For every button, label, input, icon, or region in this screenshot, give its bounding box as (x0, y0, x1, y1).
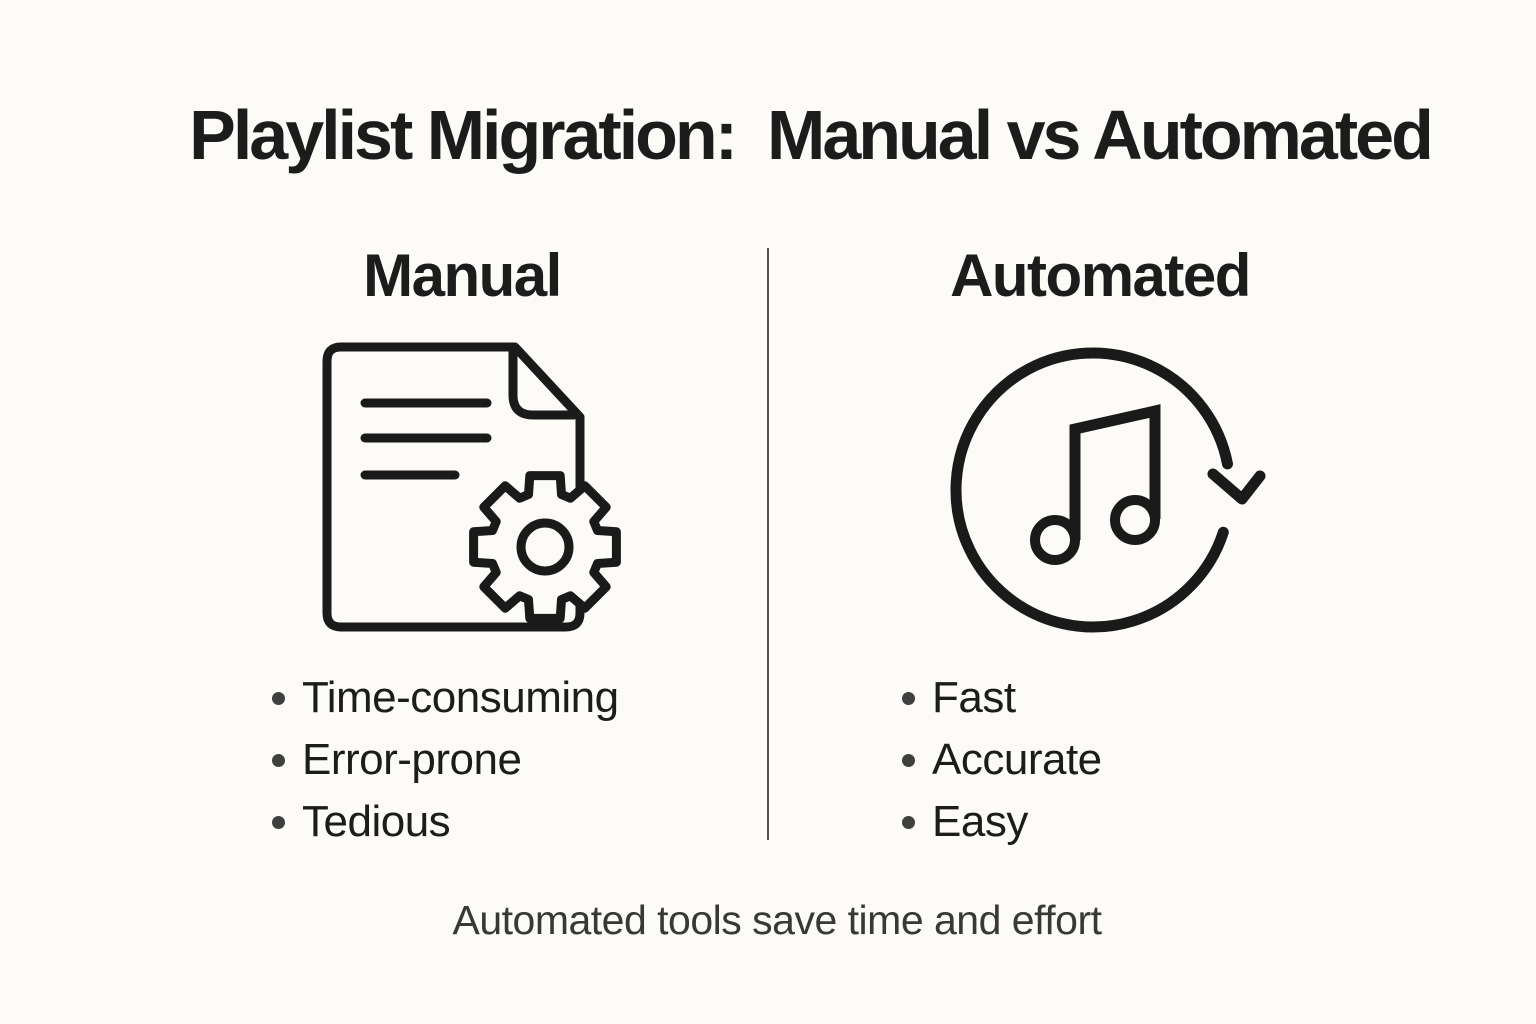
bullet-dot (902, 691, 915, 705)
gear-hole (516, 518, 574, 576)
bullet-label: Accurate (932, 735, 1102, 784)
music-note-head (1030, 515, 1080, 565)
bullet-label: Error-prone (302, 735, 522, 784)
page-title: Playlist Migration: Manual vs Automated (189, 96, 1434, 174)
sync-arrowhead (1207, 468, 1266, 505)
bullet-label: Tedious (302, 797, 451, 846)
list-item: Fast (902, 667, 1102, 729)
list-item: Accurate (902, 729, 1102, 791)
list-item: Time-consuming (272, 667, 619, 729)
document-gear-icon (322, 342, 621, 632)
automated-heading: Automated (950, 242, 1251, 309)
automated-list: Fast Accurate Easy (902, 667, 1102, 853)
manual-list: Time-consuming Error-prone Tedious (272, 667, 619, 853)
bullet-label: Easy (932, 797, 1028, 846)
list-item: Tedious (272, 791, 619, 853)
list-item: Error-prone (272, 729, 619, 791)
list-item: Easy (902, 791, 1102, 853)
sync-circle (950, 347, 1233, 633)
manual-heading: Manual (363, 242, 562, 309)
document-fold (508, 346, 579, 420)
music-note-stem (1069, 404, 1161, 540)
music-sync-icon (950, 347, 1266, 633)
bullet-label: Fast (932, 673, 1016, 722)
bullet-label: Time-consuming (302, 673, 619, 722)
footer-caption: Automated tools save time and effort (452, 897, 1102, 943)
bullet-dot (272, 691, 285, 705)
bullet-dot (272, 815, 285, 829)
music-note-head (1110, 495, 1160, 545)
bullet-dot (272, 753, 285, 767)
column-divider (767, 248, 769, 840)
bullet-dot (902, 815, 915, 829)
bullet-dot (902, 753, 915, 767)
